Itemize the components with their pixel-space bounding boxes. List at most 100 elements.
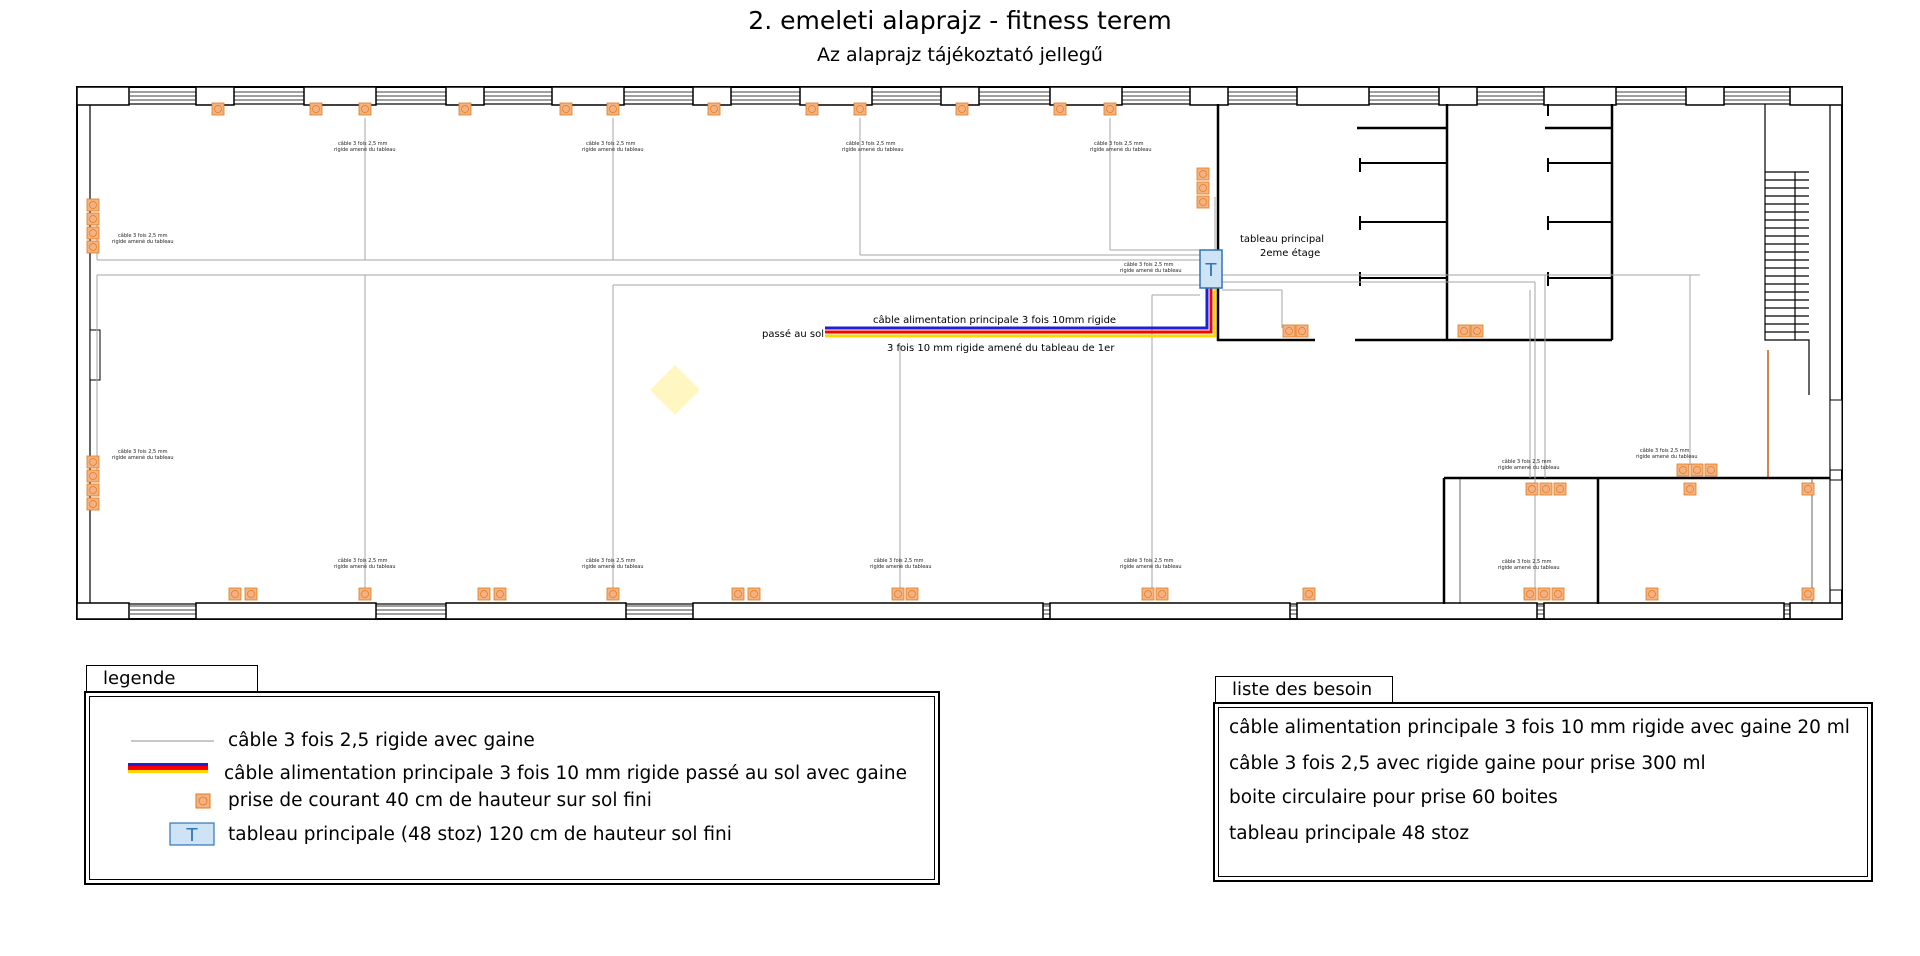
outlet-icon — [853, 102, 867, 116]
outlet-icon — [1470, 324, 1484, 338]
outlet-icon — [358, 587, 372, 601]
outlet-socket — [214, 105, 222, 113]
outlet-icon — [1302, 587, 1316, 601]
svg-text:rigide amené du tableau: rigide amené du tableau — [582, 563, 644, 570]
outlet-icon — [606, 102, 620, 116]
needs-tab: liste des besoin — [1215, 676, 1393, 702]
outlet-socket — [609, 105, 617, 113]
need-item-thin-cable: câble 3 fois 2,5 avec rigide gaine pour … — [1229, 753, 1706, 774]
outlet-icon — [309, 102, 323, 116]
outlet-socket — [1106, 105, 1114, 113]
legend-item-panel: tableau principale (48 stoz) 120 cm de h… — [228, 824, 732, 845]
outlet-socket — [361, 105, 369, 113]
outlet-icon — [1196, 195, 1210, 209]
outlet-socket — [1554, 590, 1562, 598]
outlet-socket — [1686, 485, 1694, 493]
outlet-icon — [458, 102, 472, 116]
decor-diamond — [650, 365, 700, 415]
outlet-icon — [86, 455, 100, 469]
outlet-icon — [1801, 587, 1815, 601]
outlet-icon — [477, 587, 491, 601]
outlet-icon — [731, 587, 745, 601]
outlet-socket — [231, 590, 239, 598]
outlet-socket — [750, 590, 758, 598]
outlet-socket — [1199, 198, 1207, 206]
outlet-icon — [86, 483, 100, 497]
thin-cables — [96, 118, 1700, 592]
outlet-icon — [1053, 102, 1067, 116]
outlet-icon — [1551, 587, 1565, 601]
left-notch — [89, 329, 101, 381]
legend-inner-frame — [89, 696, 935, 880]
outlet-socket — [247, 590, 255, 598]
outlet-socket — [1158, 590, 1166, 598]
outlet-socket — [1804, 590, 1812, 598]
outlet-socket — [1556, 485, 1564, 493]
outlet-socket — [1305, 590, 1313, 598]
outlet-socket — [89, 500, 97, 508]
stair — [1764, 104, 1810, 395]
svg-text:rigide amené du tableau: rigide amené du tableau — [582, 146, 644, 153]
plan-subtitle: Az alaprajz tájékoztató jellegű — [817, 44, 1103, 66]
outlet-socket — [856, 105, 864, 113]
top-pillars — [76, 86, 1843, 106]
outlet-icon — [1141, 587, 1155, 601]
outlet-icon — [86, 226, 100, 240]
outlet-socket — [89, 458, 97, 466]
svg-text:câble 3 fois 2,5 mm: câble 3 fois 2,5 mm — [1502, 558, 1552, 565]
outlet-icon — [1539, 482, 1553, 496]
svg-text:câble 3 fois 2,5 mm: câble 3 fois 2,5 mm — [586, 557, 636, 564]
outlet-icon — [1537, 587, 1551, 601]
outlet-icon — [1801, 482, 1815, 496]
svg-text:câble 3 fois 2,5 mm: câble 3 fois 2,5 mm — [586, 140, 636, 147]
outlet-socket — [1144, 590, 1152, 598]
outlet-icon — [747, 587, 761, 601]
svg-text:rigide amené du tableau: rigide amené du tableau — [1120, 267, 1182, 274]
outlet-icon — [86, 469, 100, 483]
outlet-socket — [1540, 590, 1548, 598]
stall-walls — [1359, 104, 1612, 286]
svg-text:rigide amené du tableau: rigide amené du tableau — [1498, 564, 1560, 571]
outlet-socket — [958, 105, 966, 113]
outlet-icon — [1295, 324, 1309, 338]
outlet-socket — [1473, 327, 1481, 335]
svg-text:câble 3 fois 2,5 mm: câble 3 fois 2,5 mm — [338, 557, 388, 564]
svg-text:câble 3 fois 2,5 mm: câble 3 fois 2,5 mm — [1094, 140, 1144, 147]
outlet-icon — [559, 102, 573, 116]
outlet-socket — [1648, 590, 1656, 598]
legend-outlet-icon — [195, 793, 211, 809]
outlet-icon — [1457, 324, 1471, 338]
outlet-socket — [361, 590, 369, 598]
outlet-icon — [86, 198, 100, 212]
svg-text:rigide amené du tableau: rigide amené du tableau — [112, 238, 174, 245]
needs-box: câble alimentation principale 3 fois 10 … — [1213, 702, 1873, 882]
outlet-icon — [891, 587, 905, 601]
outlet-socket — [89, 229, 97, 237]
outlet-icon — [86, 212, 100, 226]
svg-text:câble 3 fois 2,5 mm: câble 3 fois 2,5 mm — [1124, 261, 1174, 268]
outlet-socket — [1693, 466, 1701, 474]
outlet-icon — [1683, 482, 1697, 496]
outlet-icon — [606, 587, 620, 601]
outlet-socket — [1199, 170, 1207, 178]
outlet-socket — [1528, 485, 1536, 493]
outlet-socket — [89, 215, 97, 223]
panel-label-line2: 2eme étage — [1260, 247, 1320, 259]
svg-text:rigide amené du tableau: rigide amené du tableau — [1636, 453, 1698, 460]
svg-text:câble 3 fois 2,5 mm: câble 3 fois 2,5 mm — [1124, 557, 1174, 564]
outlet-socket — [1298, 327, 1306, 335]
svg-text:rigide amené du tableau: rigide amené du tableau — [1498, 464, 1560, 471]
legend-item-main-cable: câble alimentation principale 3 fois 10 … — [224, 763, 908, 784]
svg-text:T: T — [186, 825, 199, 846]
outlet-socket — [1526, 590, 1534, 598]
svg-text:rigide amené du tableau: rigide amené du tableau — [1090, 146, 1152, 153]
outlet-socket — [908, 590, 916, 598]
legend-item-thin-cable: câble 3 fois 2,5 rigide avec gaine — [228, 730, 535, 751]
outlet-icon — [1523, 587, 1537, 601]
outlet-icon — [244, 587, 258, 601]
svg-text:câble 3 fois 2,5 mm: câble 3 fois 2,5 mm — [874, 557, 924, 564]
outlet-icon — [1155, 587, 1169, 601]
outlet-socket — [894, 590, 902, 598]
needs-inner-frame — [1218, 707, 1868, 877]
